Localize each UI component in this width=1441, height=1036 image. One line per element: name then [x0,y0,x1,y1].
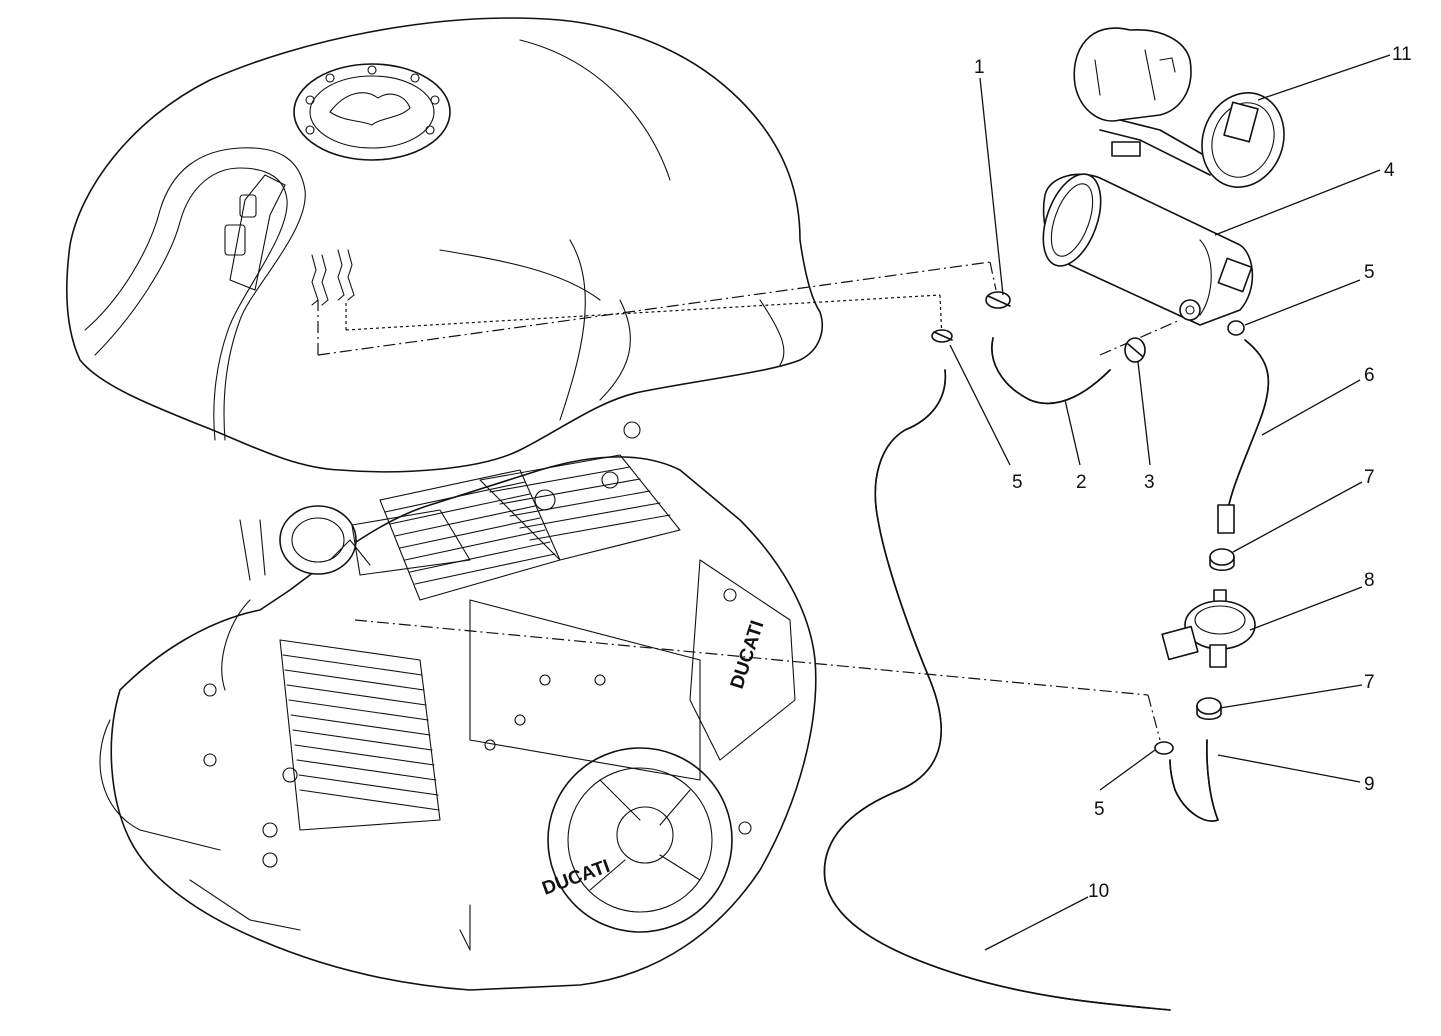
cylinder-fins-front [279,639,441,831]
hose-routing-lines [317,261,1181,741]
clamp-part-7-lower [1196,697,1222,721]
clutch-cover: DUCATI [540,747,733,933]
callout-6: 6 [1364,365,1375,386]
callout-8: 8 [1364,570,1375,591]
fuel-tank [66,17,824,473]
hose-part-6 [1217,339,1270,534]
callout-10: 10 [1088,881,1109,902]
cylinder-fins-rear [379,454,681,601]
callout-2: 2 [1076,472,1087,493]
clamp-part-5-upper [931,329,953,343]
callout-3: 3 [1144,472,1155,493]
hose-part-2 [991,337,1111,405]
callout-7b: 7 [1364,672,1375,693]
clamp-part-5-right [1227,320,1245,336]
hose-part-10 [823,369,1171,1011]
callout-11: 11 [1392,44,1412,65]
callout-7a: 7 [1364,467,1375,488]
clamp-part-1 [985,291,1011,309]
clamp-part-3 [1124,337,1146,363]
canister-bracket [1073,27,1285,188]
clamp-part-5-lower [1154,741,1174,755]
callout-1: 1 [974,57,985,78]
hose-part-9 [1169,739,1219,822]
callout-5a: 5 [1012,472,1023,493]
leader-lines [949,54,1391,951]
clamp-part-7-upper [1209,548,1235,572]
callout-5b: 5 [1364,262,1375,283]
callout-labels: 1 2 3 4 5 5 5 6 7 7 8 9 10 11 [974,44,1412,902]
carbon-canister [1042,173,1254,326]
engine-assembly: DUCATI DUCATI [99,421,817,991]
valve-part-8 [1161,589,1256,668]
callout-4: 4 [1384,160,1395,181]
callout-5c: 5 [1094,799,1105,820]
throttle-body [221,505,471,691]
callout-9: 9 [1364,774,1375,795]
